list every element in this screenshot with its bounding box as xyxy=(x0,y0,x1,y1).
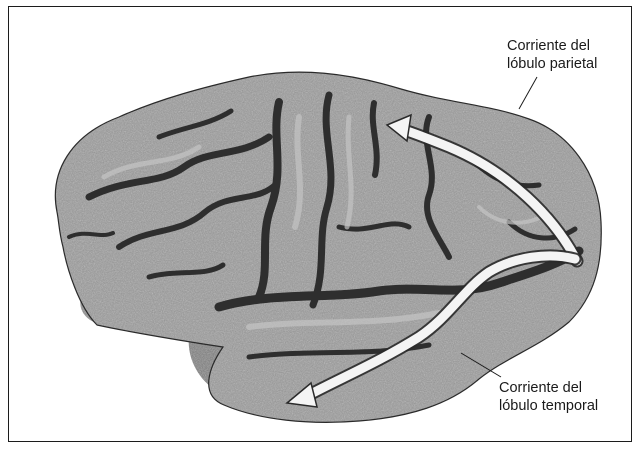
temporal-label-line1: Corriente del xyxy=(499,379,598,397)
parietal-leader-line xyxy=(519,77,537,109)
temporal-stream-label: Corriente del lóbulo temporal xyxy=(499,379,598,415)
temporal-label-line2: lóbulo temporal xyxy=(499,397,598,415)
parietal-label-line1: Corriente del xyxy=(507,37,597,55)
parietal-label-line2: lóbulo parietal xyxy=(507,55,597,73)
parietal-stream-label: Corriente del lóbulo parietal xyxy=(507,37,597,73)
figure-frame: Corriente del lóbulo parietal Corriente … xyxy=(8,6,632,442)
